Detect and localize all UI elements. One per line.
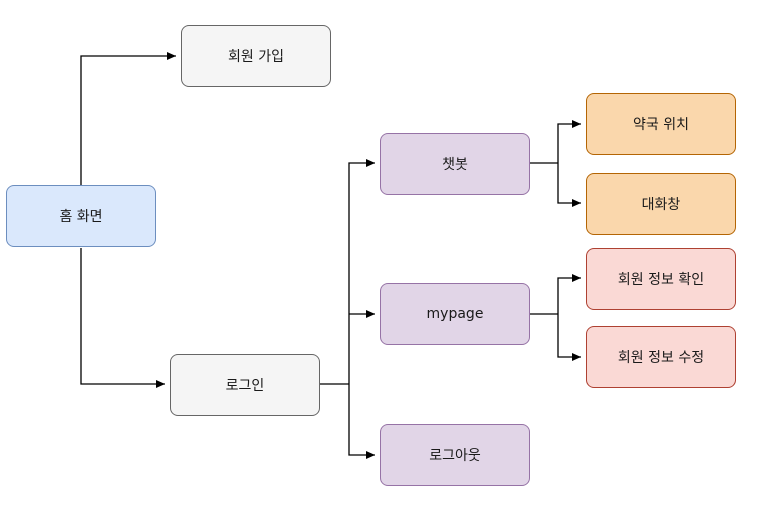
node-chatbot: 챗봇 bbox=[380, 133, 530, 195]
edge-chatbot-pharmacy bbox=[557, 120, 581, 163]
node-signup: 회원 가입 bbox=[181, 25, 331, 87]
node-logout: 로그아웃 bbox=[380, 424, 530, 486]
edge-login-logout bbox=[348, 384, 375, 459]
node-chat-window: 대화창 bbox=[586, 173, 736, 235]
edge-mypage-infoview bbox=[557, 274, 581, 314]
node-member-info-edit: 회원 정보 수정 bbox=[586, 326, 736, 388]
node-home: 홈 화면 bbox=[6, 185, 156, 247]
node-pharmacy-location: 약국 위치 bbox=[586, 93, 736, 155]
node-member-info-view: 회원 정보 확인 bbox=[586, 248, 736, 310]
node-mypage: mypage bbox=[380, 283, 530, 345]
edge-home-signup bbox=[80, 52, 176, 185]
edge-home-login bbox=[80, 248, 165, 388]
node-login: 로그인 bbox=[170, 354, 320, 416]
edge-mypage-infoedit bbox=[557, 314, 581, 361]
edge-login-chatbot bbox=[348, 159, 375, 384]
edge-chatbot-chatwindow bbox=[557, 163, 581, 207]
